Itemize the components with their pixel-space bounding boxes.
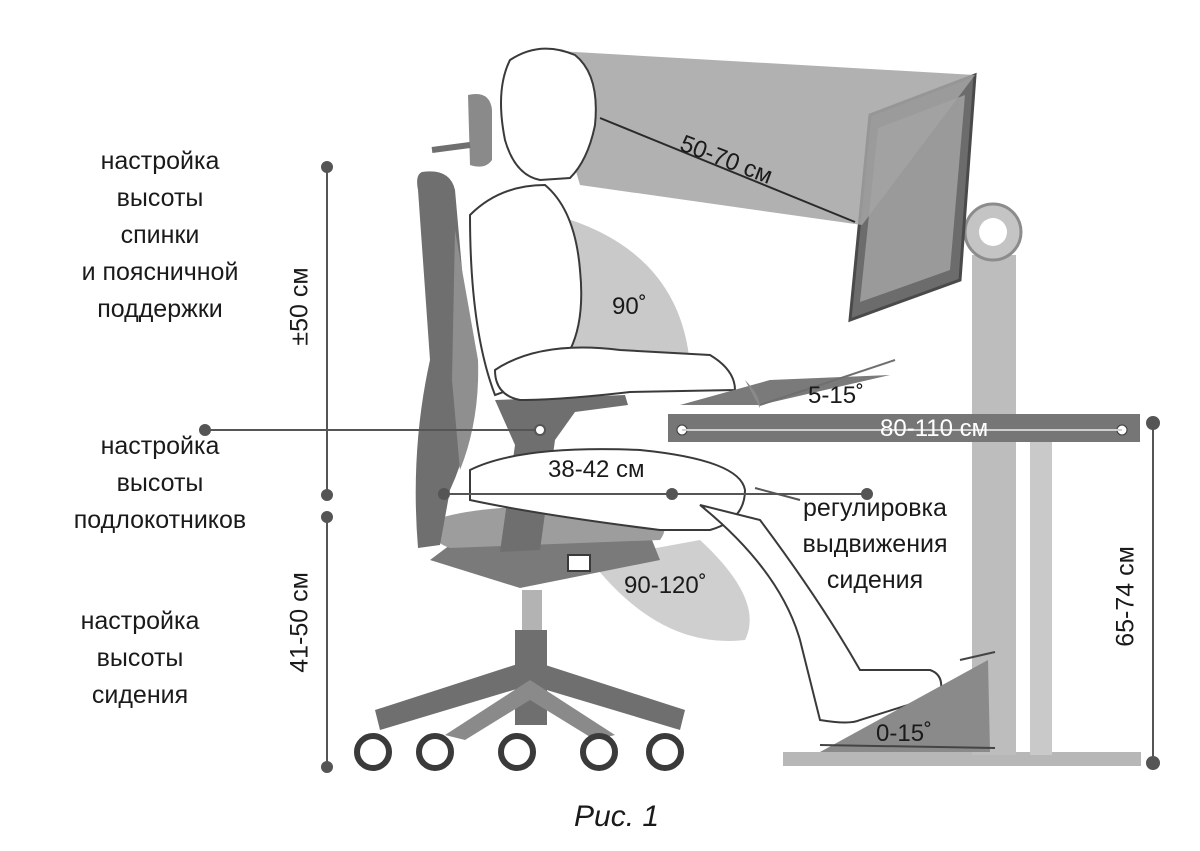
desk-height-label: 65-74 см [1111,546,1140,647]
seat-height-label: 41-50 см [285,572,314,673]
foot-tilt-label: 0-15˚ [876,720,933,747]
desk-width-label: 80-110 см [880,415,989,442]
knee-angle-label: 90-120˚ [624,572,707,599]
view-zone [540,50,975,225]
keyboard-tray [680,375,890,405]
chair-star-base [375,660,685,730]
person-outline [468,47,943,724]
chair-headrest [468,94,492,167]
backrest-range-label: ±50 см [285,267,314,346]
caster-5 [646,733,684,771]
desk-leg-front [1030,440,1052,755]
armrest-adjust-label: настройка высоты подлокотников [73,432,247,534]
seat-slide-pointer [754,487,801,501]
chair-seat-mechanism [430,535,660,588]
chair-armrest [495,395,628,552]
caster-3 [498,733,536,771]
seat-adjust-label: настройка высоты сидения [80,607,200,709]
figure-caption: Рис. 1 [574,800,660,833]
seat-depth-label: 38-42 см [548,456,645,483]
back-angle-zone [555,215,690,370]
back-angle-label: 90˚ [612,293,647,320]
seat-slide-label: регулировка выдвижения сидения [802,494,948,594]
caster-4 [580,733,618,771]
caster-1 [354,733,392,771]
desk-top [668,414,1140,442]
footrest [820,660,990,752]
keyboard-tilt-label: 5-15˚ [808,382,865,409]
eye-distance-line [599,117,856,223]
backrest-adjust-label: настройка высоты спинки и поясничной под… [81,147,239,323]
caster-2 [416,733,454,771]
desk-base [783,752,1141,766]
